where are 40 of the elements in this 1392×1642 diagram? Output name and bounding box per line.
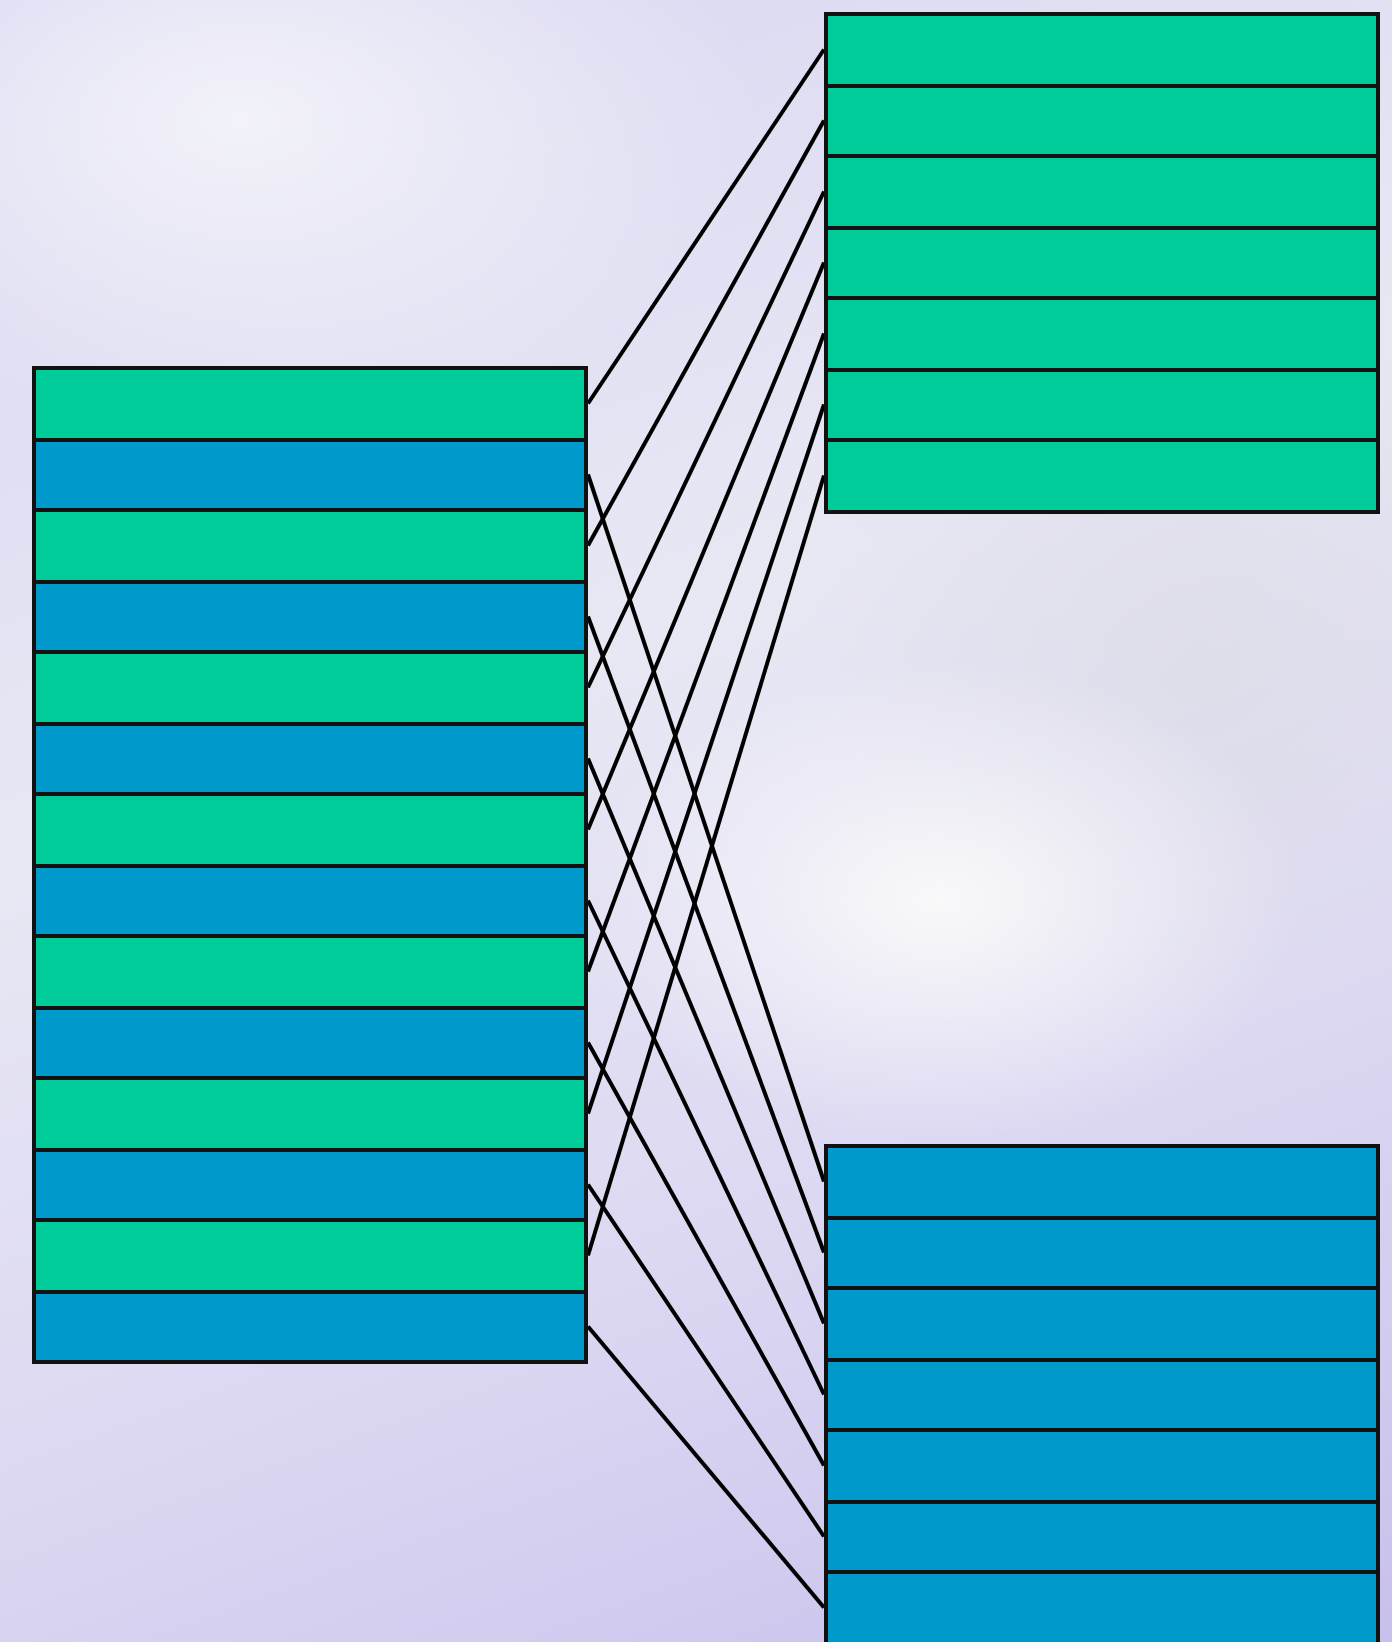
table-row xyxy=(824,438,1380,513)
connector-line xyxy=(586,190,826,689)
connector-line xyxy=(586,1325,826,1609)
table-row xyxy=(32,366,588,441)
connector-line xyxy=(586,899,826,1396)
table-row xyxy=(824,1144,1380,1219)
table-row xyxy=(32,934,588,1009)
connector-line xyxy=(586,261,826,831)
table-row xyxy=(32,508,588,583)
table-row xyxy=(824,225,1380,300)
table-row xyxy=(32,721,588,796)
table-row xyxy=(824,296,1380,371)
connector-line xyxy=(586,615,826,1254)
table-row xyxy=(32,437,588,512)
connector-line xyxy=(586,48,826,405)
table-row xyxy=(824,154,1380,229)
table-row xyxy=(32,1289,588,1364)
table-row xyxy=(824,1428,1380,1503)
connector-line xyxy=(586,757,826,1325)
table-row xyxy=(32,863,588,938)
table-row xyxy=(824,1286,1380,1361)
table-row xyxy=(824,1499,1380,1574)
table-row xyxy=(824,1357,1380,1432)
table-row xyxy=(32,579,588,654)
table-row xyxy=(32,1076,588,1151)
table-row xyxy=(824,83,1380,158)
table-row xyxy=(824,1570,1380,1642)
table-row xyxy=(824,367,1380,442)
connector-line xyxy=(586,403,826,1115)
connector-line xyxy=(586,1183,826,1538)
table-row xyxy=(824,12,1380,87)
table-row xyxy=(32,792,588,867)
table-row xyxy=(824,1215,1380,1290)
connector-line xyxy=(586,332,826,973)
table-row xyxy=(32,650,588,725)
connector-line xyxy=(586,1041,826,1467)
table-row xyxy=(32,1218,588,1293)
connector-line xyxy=(586,119,826,547)
table-row xyxy=(32,1005,588,1080)
table-row xyxy=(32,1147,588,1222)
